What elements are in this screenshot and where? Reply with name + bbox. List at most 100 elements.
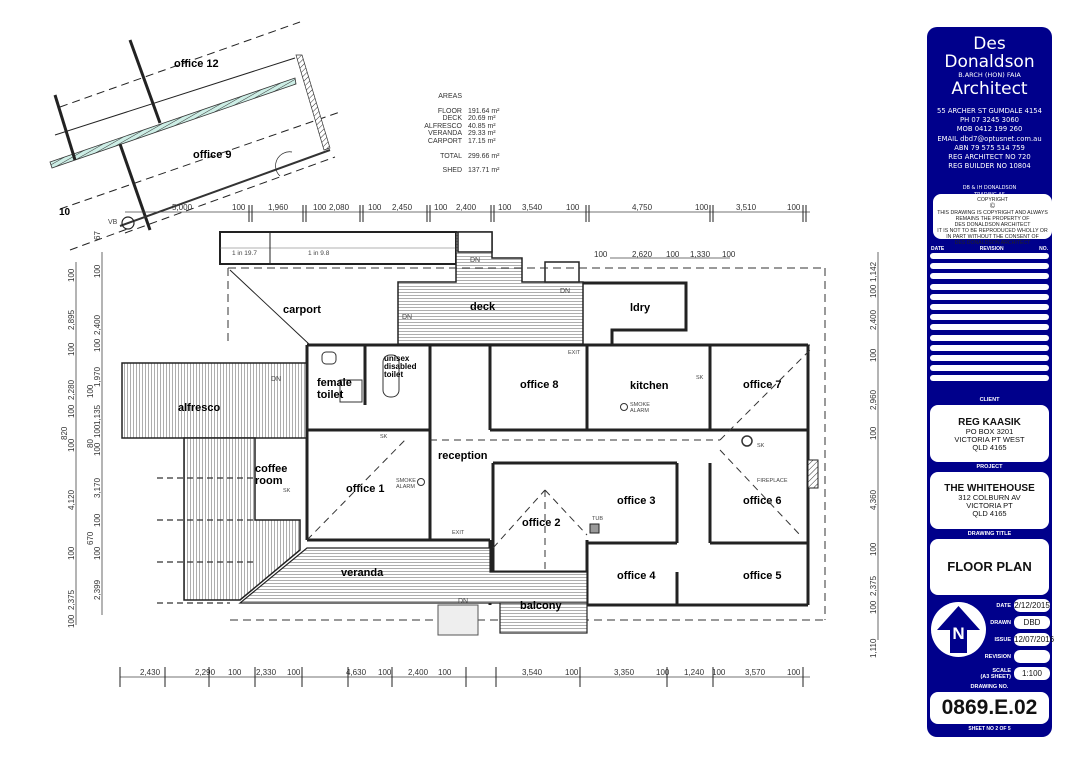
revision-row xyxy=(930,334,1049,341)
room-label-office6: office 6 xyxy=(743,495,782,507)
revision-table-header: DATE REVISION NO. xyxy=(931,246,1048,252)
svg-text:ALARM: ALARM xyxy=(396,484,415,490)
svg-text:DN: DN xyxy=(470,257,480,264)
revision-row xyxy=(930,354,1049,361)
svg-text:SK: SK xyxy=(757,443,765,449)
svg-text:3,540: 3,540 xyxy=(522,668,543,677)
svg-text:1,330: 1,330 xyxy=(690,250,711,259)
svg-text:room: room xyxy=(255,475,283,487)
svg-text:2,290: 2,290 xyxy=(195,668,216,677)
svg-text:ALARM: ALARM xyxy=(630,408,649,414)
room-label-female-toilet: female xyxy=(317,377,352,389)
revision-row xyxy=(930,324,1049,331)
room-label-office2: office 2 xyxy=(522,517,561,529)
svg-text:100: 100 xyxy=(869,284,878,298)
revision-row xyxy=(930,344,1049,351)
svg-text:EXIT: EXIT xyxy=(452,530,465,536)
drawing-title-label: DRAWING TITLE xyxy=(967,531,1012,537)
svg-text:SK: SK xyxy=(283,488,291,494)
svg-text:100: 100 xyxy=(869,600,878,614)
svg-text:N: N xyxy=(952,624,964,643)
svg-text:100: 100 xyxy=(566,203,580,212)
revision-row xyxy=(930,303,1049,310)
svg-text:100: 100 xyxy=(656,668,670,677)
svg-text:1,960: 1,960 xyxy=(268,203,289,212)
svg-text:balcony: balcony xyxy=(520,600,562,612)
room-label-reception: reception xyxy=(438,450,488,462)
architect-qualifications: B.ARCH (HON) FAIA xyxy=(958,71,1021,79)
room-label-deck: deck xyxy=(470,301,496,313)
svg-text:100: 100 xyxy=(67,342,76,356)
svg-text:100: 100 xyxy=(93,264,102,278)
svg-text:100: 100 xyxy=(869,542,878,556)
revision-row xyxy=(930,375,1049,382)
top-inner-dimension-line: 100 2,620 100 1,330 100 xyxy=(594,250,736,259)
room-label-carport: carport xyxy=(283,304,321,316)
svg-text:3,570: 3,570 xyxy=(745,668,766,677)
svg-text:4,360: 4,360 xyxy=(869,489,878,510)
svg-text:2,620: 2,620 xyxy=(632,250,653,259)
svg-text:100: 100 xyxy=(67,438,76,452)
room-label-office4: office 4 xyxy=(617,570,656,582)
svg-text:2,430: 2,430 xyxy=(140,668,161,677)
svg-text:100: 100 xyxy=(378,668,392,677)
svg-text:100: 100 xyxy=(228,668,242,677)
svg-text:2,895: 2,895 xyxy=(67,309,76,330)
revision-row xyxy=(930,253,1049,259)
svg-text:5,000: 5,000 xyxy=(172,203,193,212)
room-label-office3: office 3 xyxy=(617,495,656,507)
svg-text:SMOKE: SMOKE xyxy=(630,402,650,408)
vb-label: VB xyxy=(108,219,118,226)
north-arrow-icon: N xyxy=(931,602,986,657)
svg-text:100: 100 xyxy=(93,424,102,438)
copyright-notice: COPYRIGHT © THIS DRAWING IS COPYRIGHT AN… xyxy=(933,194,1052,246)
room-label-office1: office 1 xyxy=(346,483,385,495)
svg-text:100: 100 xyxy=(565,668,579,677)
room-label-ldry: ldry xyxy=(630,302,651,314)
right-dimension-line: 1,142 100 2,400 100 2,960 100 4,360 100 … xyxy=(869,252,879,658)
svg-text:2,080: 2,080 xyxy=(329,203,350,212)
svg-text:67: 67 xyxy=(93,231,102,240)
svg-text:SK: SK xyxy=(380,434,388,440)
revision-field: REVISION xyxy=(971,650,1050,663)
svg-text:2,400: 2,400 xyxy=(408,668,429,677)
svg-text:100: 100 xyxy=(434,203,448,212)
svg-text:3,350: 3,350 xyxy=(614,668,635,677)
svg-text:1,240: 1,240 xyxy=(684,668,705,677)
revision-row xyxy=(930,314,1049,321)
revision-table xyxy=(930,253,1049,385)
svg-text:veranda: veranda xyxy=(341,567,384,579)
svg-text:100: 100 xyxy=(93,338,102,352)
architect-contact: 55 ARCHER ST GUMDALE 4154 PH 07 3245 306… xyxy=(937,107,1042,171)
project-panel: THE WHITEHOUSE 312 COLBURN AV VICTORIA P… xyxy=(930,472,1049,529)
room-label-office12: office 12 xyxy=(174,58,219,70)
svg-text:100: 100 xyxy=(67,614,76,628)
top-dimension-line: 5,000 100 1,960 100 2,080 100 2,450 100 … xyxy=(125,203,810,222)
svg-text:100: 100 xyxy=(498,203,512,212)
svg-text:1,142: 1,142 xyxy=(869,261,878,282)
svg-text:820: 820 xyxy=(60,426,69,440)
copyright-icon: © xyxy=(989,203,996,210)
svg-text:100: 100 xyxy=(93,513,102,527)
svg-text:toilet: toilet xyxy=(384,370,403,379)
deck-area: deck DN DN DN xyxy=(397,231,584,346)
svg-text:3,510: 3,510 xyxy=(736,203,757,212)
svg-text:2,375: 2,375 xyxy=(869,575,878,596)
room-label-office5: office 5 xyxy=(743,570,782,582)
svg-text:100: 100 xyxy=(67,404,76,418)
svg-text:DN: DN xyxy=(402,314,412,321)
room-label-office7: office 7 xyxy=(743,379,782,391)
room-label-unisex-toilet: unisex xyxy=(384,354,410,363)
bottom-dimension-line: 2,430 2,290 100 2,330 100 4,630 100 2,40… xyxy=(119,667,810,687)
svg-text:100: 100 xyxy=(67,268,76,282)
svg-text:2,399: 2,399 xyxy=(93,579,102,600)
svg-text:disabled: disabled xyxy=(384,362,417,371)
svg-text:670: 670 xyxy=(86,531,95,545)
toilets: female toilet unisex disabled toilet DN xyxy=(271,351,417,403)
svg-text:100: 100 xyxy=(86,384,95,398)
